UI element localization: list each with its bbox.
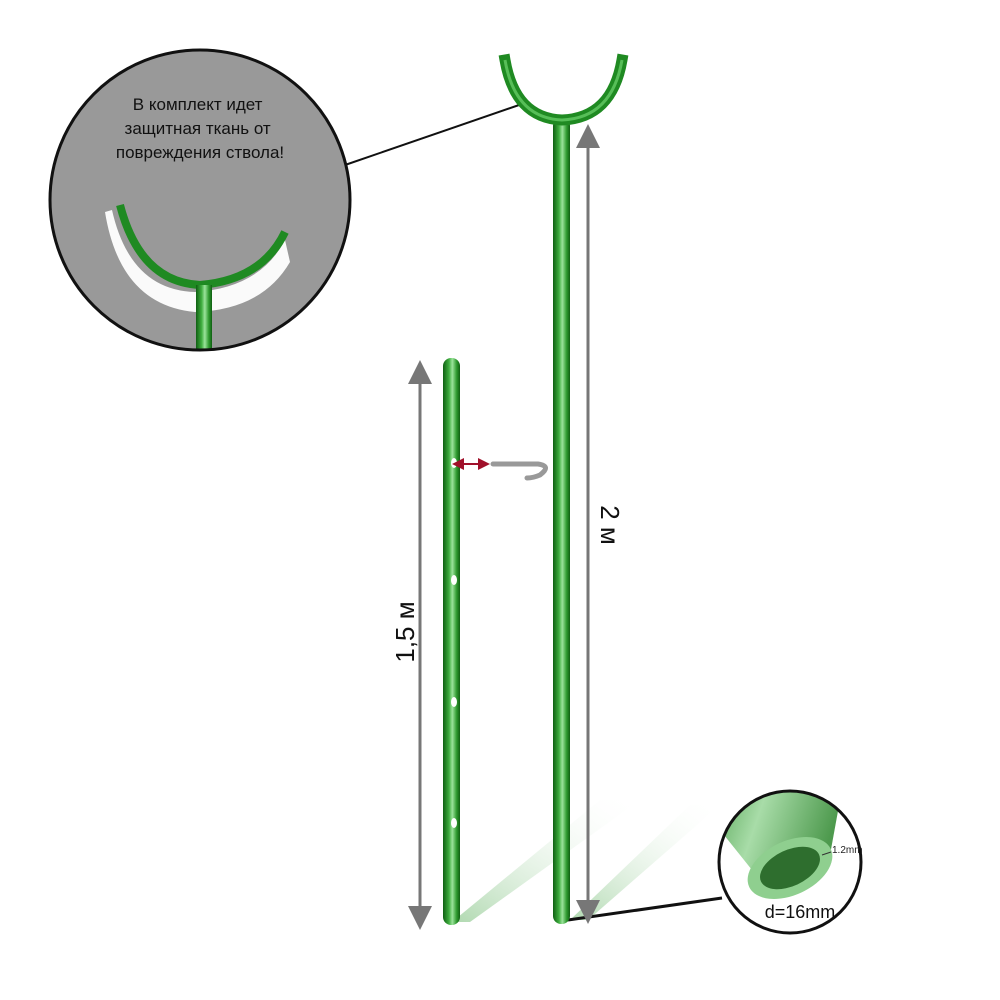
callout-text-line-3: повреждения ствола! [116, 143, 284, 162]
svg-text:В комплект идет защитная: В комплект идет защитная ткань от повреж… [116, 95, 284, 162]
hook-pin-icon [490, 461, 548, 481]
tube-cross-section-callout: 1.2mm d=16mm [717, 789, 863, 935]
long-rod [498, 53, 629, 924]
short-rod-shadow [452, 800, 640, 922]
wall-thickness-label: 1.2mm [832, 845, 863, 856]
fabric-pad [105, 210, 290, 312]
rod-hole [451, 818, 457, 828]
protective-fabric-callout: В комплект идет защитная ткань от повреж… [48, 48, 352, 352]
wall-thickness-arrow [821, 851, 832, 856]
rod-hole [451, 575, 457, 585]
callout-text-line-2: защитная ткань от [125, 119, 271, 138]
rod-hole [451, 697, 457, 707]
fork-u-shape [498, 53, 629, 126]
short-rod-length-label: 1,5 м [390, 601, 420, 662]
diameter-label: d=16mm [765, 902, 836, 922]
long-rod-length-label: 2 м [595, 505, 625, 545]
short-rod [443, 358, 460, 925]
rod-hole [451, 458, 457, 468]
long-rod-shadow [570, 805, 720, 920]
top-callout-leader [344, 103, 523, 166]
callout-text-line-1: В комплект идет [133, 95, 263, 114]
